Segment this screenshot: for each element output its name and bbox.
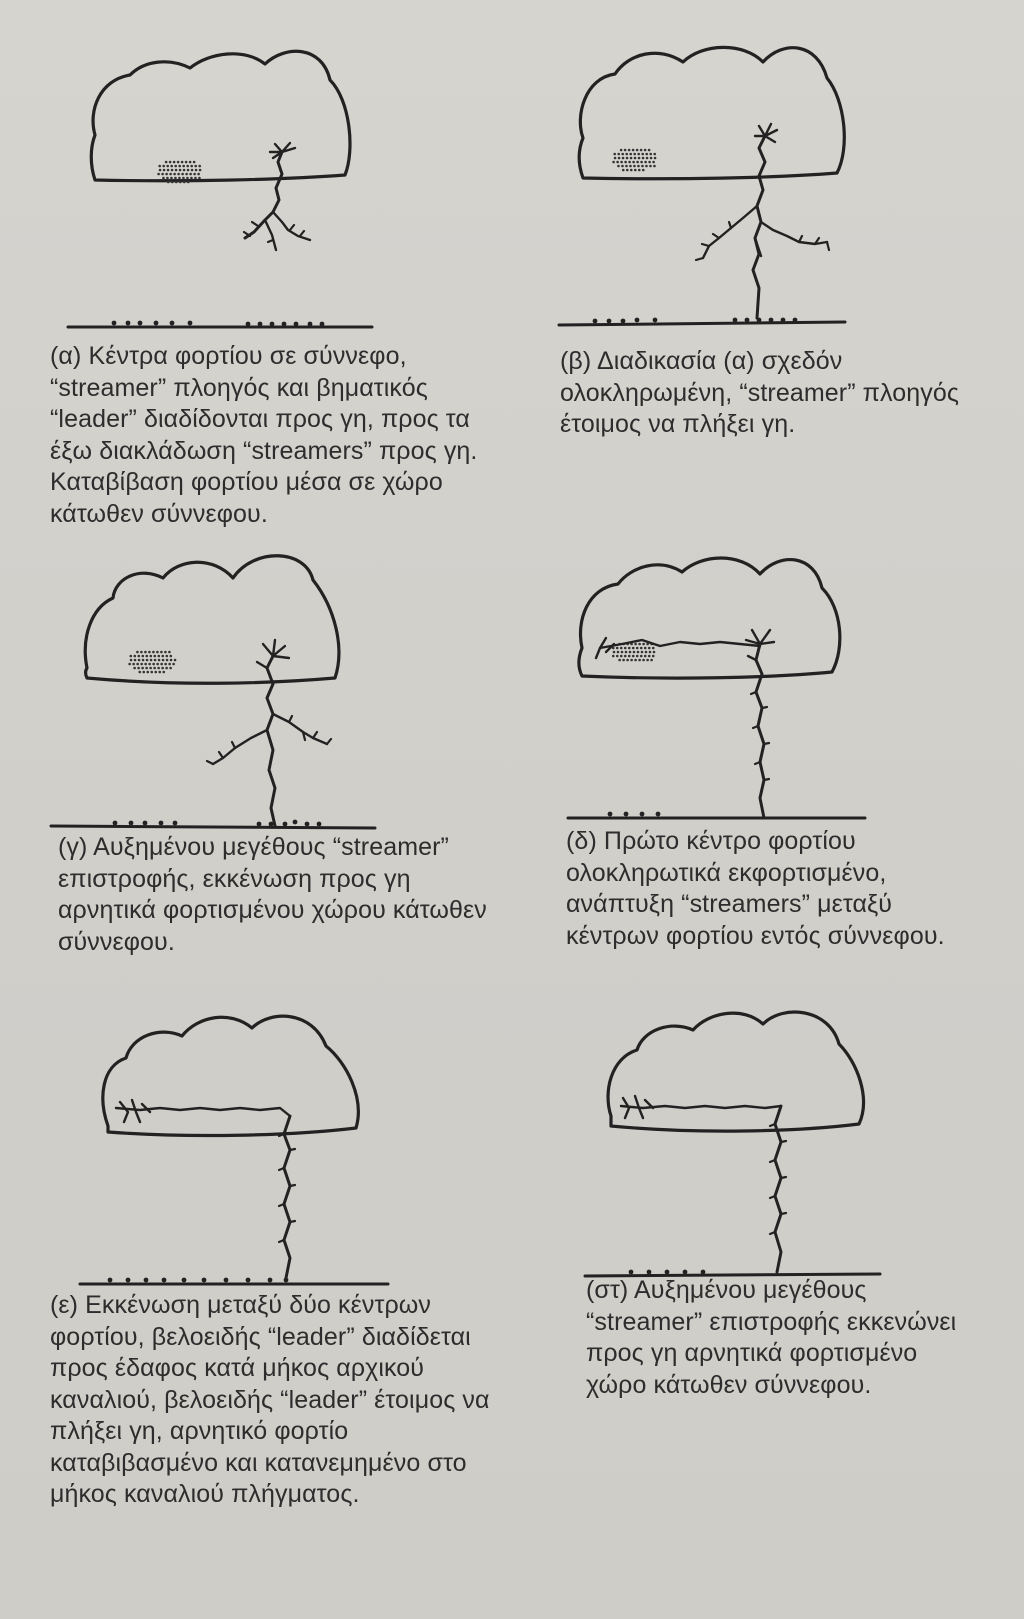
charge-center xyxy=(128,650,177,674)
diagram-e xyxy=(78,1014,390,1286)
diagram-b xyxy=(557,45,847,327)
diagram-d xyxy=(566,556,867,820)
caption-c: (γ) Αυξημένου μεγέθους “streamer” επιστρ… xyxy=(58,833,487,956)
charge-center xyxy=(611,642,656,662)
ground-charges xyxy=(592,317,798,324)
caption-e: (ε) Εκκένωση μεταξύ δύο κέντρων φορτίου,… xyxy=(50,1291,490,1508)
caption-b: (β) Διαδικασία (α) σχεδόν ολοκληρωμένη, … xyxy=(560,347,960,438)
ground-charges xyxy=(607,811,661,817)
caption-d: (δ) Πρώτο κέντρο φορτίου ολοκληρωτικά εκ… xyxy=(566,827,945,950)
diagram-st xyxy=(583,1010,882,1278)
ground-charges xyxy=(112,819,322,827)
charge-center xyxy=(157,160,202,184)
ground-charges xyxy=(111,320,325,327)
ground-charges xyxy=(628,1269,706,1275)
caption-a: (α) Κέντρα φορτίου σε σύννεφο, “streamer… xyxy=(50,342,478,528)
charge-center xyxy=(612,148,657,172)
ground-charges xyxy=(107,1277,289,1283)
diagram-a xyxy=(66,49,374,329)
diagram-c xyxy=(49,554,377,830)
caption-st: (στ) Αυξημένου μεγέθους “streamer” επιστ… xyxy=(586,1276,957,1399)
